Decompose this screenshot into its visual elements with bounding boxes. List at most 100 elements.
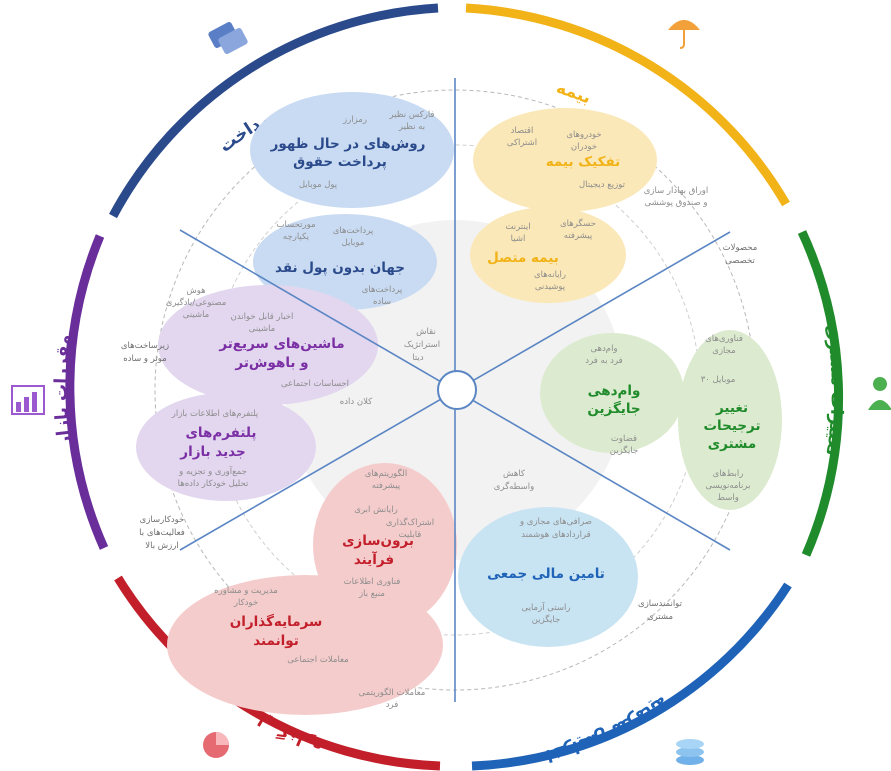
- blob-title-platforms-2: جدید بازار: [179, 444, 245, 460]
- item-r1: هوش: [186, 286, 205, 296]
- item-r4: اخبار قابل خواندن: [231, 312, 294, 322]
- item-u1: محصولات: [723, 243, 758, 253]
- item-u6: رابط‌های: [713, 469, 744, 479]
- item-l4: جایگزین: [610, 445, 638, 456]
- blob-customer-pref: [678, 330, 782, 510]
- item-r13: خودکارسازی: [140, 515, 185, 525]
- item-k6: جایگزین: [532, 614, 560, 625]
- blob-title-outsourcing-1: برون‌سازی: [342, 533, 414, 549]
- item-k2: واسطه‌گری: [494, 481, 535, 492]
- item-p9: پرداخت‌های: [362, 285, 403, 295]
- item-i1: اقتصاد: [511, 126, 534, 136]
- item-r5: ماشینی: [249, 324, 275, 334]
- blob-title-machines-2: و باهوش‌تر: [234, 355, 308, 371]
- item-i3: خودروهای: [566, 130, 601, 140]
- item-i10: حسگرهای: [560, 218, 596, 229]
- ring-payment: [109, 3, 439, 219]
- blob-insurance-conn: [470, 207, 626, 303]
- blob-payment-methods: [250, 92, 454, 208]
- item-u4: مجازی: [712, 346, 735, 356]
- item-i11: پیشرفته: [564, 231, 593, 241]
- blob-title-customer-pref-1: تغییر: [715, 400, 748, 416]
- item-o6: فناوری اطلاعات: [344, 577, 401, 587]
- item-e1: مدیریت و مشاوره: [214, 586, 278, 596]
- item-p6: پرداخت‌های: [333, 226, 374, 236]
- blob-cashless: [253, 214, 437, 310]
- item-l3: قضاوت: [611, 434, 637, 444]
- item-r3: ماشینی: [183, 310, 209, 320]
- item-r10: پلتفرم‌های اطلاعات بازار: [171, 409, 259, 419]
- item-r15: ارزش بالا: [145, 541, 178, 551]
- blob-title-machines-1: ماشین‌های سریع‌تر: [218, 336, 344, 352]
- item-k8: مشتری: [647, 612, 673, 622]
- item-o5: قابلیت: [399, 530, 422, 540]
- item-i12: رایانه‌های: [534, 270, 566, 280]
- item-i6: اوراق بهادار سازی: [644, 186, 709, 196]
- item-i4: خودران: [571, 142, 597, 152]
- blob-insurance-dis: [473, 108, 657, 212]
- person-icon: [868, 377, 891, 410]
- item-k5: راستی آزمایی: [522, 601, 571, 613]
- item-l2: فرد به فرد: [585, 356, 622, 366]
- item-u8: واسط: [717, 493, 739, 503]
- item-p10: ساده: [373, 297, 391, 307]
- category-insurance-label: بیمه: [554, 78, 594, 109]
- item-p4: پول موبایل: [299, 180, 338, 190]
- item-p7: مورتحساب: [276, 220, 315, 230]
- item-e2: خودکار: [233, 598, 258, 608]
- ring-insurance: [465, 3, 790, 207]
- item-c1: نقاش: [416, 327, 436, 337]
- item-u5: موبایل ۳۰: [701, 375, 736, 385]
- category-customer-label: تغییرات مشتری: [821, 323, 847, 457]
- item-i13: پوشیدنی: [535, 282, 566, 292]
- item-k4: قراردادهای هوشمند: [521, 530, 591, 540]
- item-c3: دیتا: [412, 353, 424, 363]
- item-i5: توزیع دیجیتال: [579, 180, 626, 190]
- item-p1: فارکس نظیر: [389, 110, 435, 120]
- item-p3: رمزارز: [342, 115, 367, 125]
- blob-title-payment-methods-1: روش‌های در حال ظهور: [270, 136, 426, 152]
- blob-machines: [158, 285, 378, 405]
- umbrella-icon: [668, 20, 700, 49]
- item-o1: الگوریتم‌های: [365, 468, 407, 479]
- item-r9: موثر و ساده: [123, 354, 166, 364]
- bar-chart-icon: [11, 385, 45, 415]
- blob-title-customer-pref-3: مشتری: [708, 436, 756, 452]
- center-hub: [437, 370, 477, 410]
- blob-title-customer-pref-2: ترجیحات: [703, 418, 760, 434]
- item-r7: کلان داده: [340, 397, 373, 407]
- blob-platforms: [136, 393, 316, 501]
- item-p5: موبایل: [342, 238, 365, 248]
- item-i8: اینترنت: [505, 222, 530, 232]
- blob-title-insurance-conn: بیمه متصل: [487, 250, 559, 266]
- item-o7: منبع باز: [358, 589, 385, 599]
- item-i9: اشیا: [511, 234, 526, 244]
- item-i7: و صندوق پوششی: [645, 198, 708, 208]
- blob-title-outsourcing-2: فرآیند: [354, 551, 394, 568]
- item-e3: معاملات اجتماعی: [287, 655, 348, 665]
- blob-title-empowered-1: سرمایه‌گذاران: [230, 613, 323, 630]
- category-capital-label: افزایش سرمایه: [544, 691, 672, 765]
- item-k1: کاهش: [503, 469, 526, 479]
- ring-customer: [797, 230, 844, 557]
- item-u3: فناوری‌های: [705, 334, 743, 344]
- item-r12: تحلیل خودکار داده‌ها: [178, 479, 249, 489]
- credit-card-icon: [208, 22, 248, 54]
- item-r6: احساسات اجتماعی: [281, 379, 349, 389]
- blob-lending: [540, 333, 684, 453]
- item-e4: معاملات الگوریتمی: [359, 687, 426, 698]
- item-p8: یکپارچه: [283, 232, 310, 242]
- ring-regulators: [65, 234, 109, 550]
- item-k3: صرافی‌های مجازی و: [519, 517, 592, 527]
- coins-icon: [676, 739, 704, 765]
- item-k7: توانمندسازی: [638, 599, 683, 609]
- blob-title-cashless: جهان بدون پول نقد: [275, 260, 405, 276]
- blob-title-crowdfunding: تامین مالی جمعی: [487, 566, 605, 582]
- item-o2: پیشرفته: [372, 481, 401, 491]
- item-o4: اشتراک‌گذاری: [386, 517, 434, 528]
- blob-title-lending-2: جایگزین: [587, 400, 640, 417]
- blob-crowdfunding: [458, 507, 638, 647]
- blob-empowered: [167, 575, 443, 715]
- item-u2: تخصصی: [725, 256, 755, 266]
